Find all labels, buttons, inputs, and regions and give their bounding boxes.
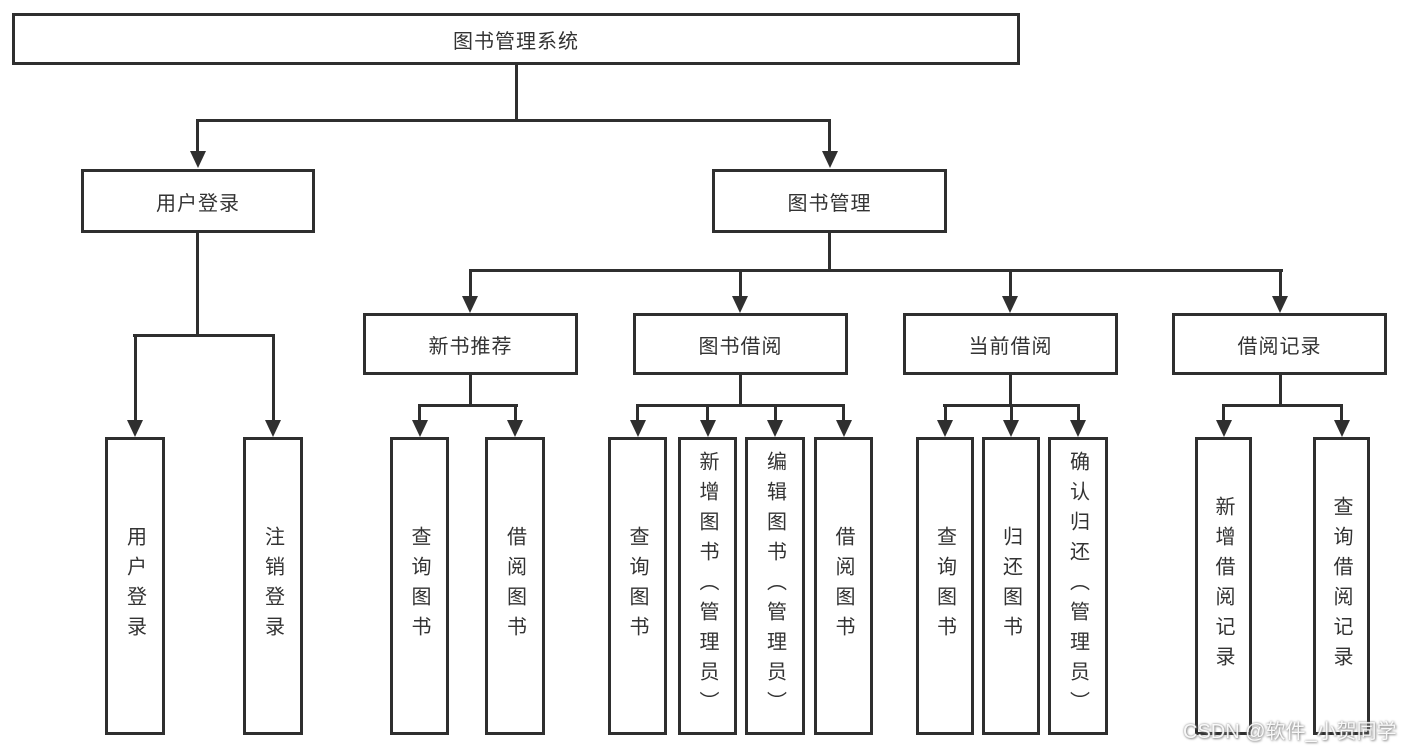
connector-arrow [630, 420, 646, 437]
leaf-user-login-label: 用户登录 [123, 526, 146, 646]
connector-arrow [1216, 420, 1232, 437]
connector-line [706, 406, 709, 420]
node-user-login-label: 用户登录 [156, 192, 240, 215]
connector-arrow [507, 420, 523, 437]
connector-line [774, 406, 777, 420]
node-book-management: 图书管理 [712, 169, 947, 233]
connector-arrow [1003, 420, 1019, 437]
leaf-logout: 注销登录 [243, 437, 303, 735]
node-book-borrowing-label: 图书借阅 [698, 335, 783, 358]
connector-line [272, 336, 275, 420]
connector-arrow [767, 420, 783, 437]
leaf-add-book-admin: 新增图书（管理员） [678, 437, 737, 735]
connector-arrow [462, 296, 478, 313]
leaf-query-books-current: 查询图书 [916, 437, 974, 735]
connector-line [944, 406, 947, 420]
leaf-return-book-label: 归还图书 [999, 526, 1022, 646]
connector-line [418, 406, 421, 420]
connector-line [1279, 269, 1282, 296]
connector-line [1077, 406, 1080, 420]
connector-arrow [836, 420, 852, 437]
node-root-label: 图书管理系统 [453, 30, 579, 53]
leaf-query-books-recommend-label: 查询图书 [408, 526, 430, 646]
connector-arrow [1272, 296, 1288, 313]
connector-arrow [1334, 420, 1350, 437]
connector-line [1010, 406, 1013, 420]
leaf-user-login: 用户登录 [105, 437, 165, 735]
connector-line [196, 119, 199, 152]
connector-line [515, 63, 518, 121]
connector-line [469, 374, 472, 407]
leaf-confirm-return-admin: 确认归还（管理员） [1048, 437, 1108, 735]
connector-line [469, 269, 472, 296]
node-current-borrowing: 当前借阅 [903, 313, 1118, 375]
connector-arrow [1070, 420, 1086, 437]
node-book-borrowing: 图书借阅 [633, 313, 848, 375]
connector-arrow [412, 420, 428, 437]
leaf-query-borrow-record: 查询借阅记录 [1313, 437, 1370, 735]
leaf-query-borrow-record-label: 查询借阅记录 [1330, 496, 1352, 676]
connector-line [418, 404, 518, 407]
leaf-borrow-books-label: 借阅图书 [832, 526, 854, 646]
connector-line [1340, 406, 1343, 420]
connector-line [739, 269, 742, 296]
connector-line [1009, 374, 1012, 407]
node-book-management-label: 图书管理 [787, 192, 872, 215]
leaf-borrow-books-recommend-label: 借阅图书 [503, 526, 526, 646]
leaf-query-books-current-label: 查询图书 [933, 526, 956, 646]
connector-arrow [732, 296, 748, 313]
node-user-login: 用户登录 [81, 169, 315, 233]
leaf-borrow-books-recommend: 借阅图书 [485, 437, 545, 735]
connector-line [1279, 374, 1282, 407]
connector-line [739, 374, 742, 407]
leaf-logout-label: 注销登录 [261, 526, 284, 646]
connector-line [196, 119, 831, 122]
node-new-book-recommend-label: 新书推荐 [428, 335, 513, 358]
connector-line [196, 232, 199, 336]
connector-arrow [822, 151, 838, 168]
connector-line [1222, 406, 1225, 420]
node-borrowing-records-label: 借阅记录 [1237, 335, 1322, 358]
leaf-edit-book-admin: 编辑图书（管理员） [745, 437, 805, 735]
connector-line [469, 269, 1283, 272]
connector-arrow [937, 420, 953, 437]
node-borrowing-records: 借阅记录 [1172, 313, 1387, 375]
connector-line [828, 119, 831, 152]
node-current-borrowing-label: 当前借阅 [968, 335, 1053, 358]
connector-line [828, 232, 831, 272]
connector-line [133, 334, 275, 337]
leaf-add-borrow-record-label: 新增借阅记录 [1212, 496, 1234, 676]
connector-line [943, 404, 1080, 407]
connector-line [1009, 269, 1012, 296]
leaf-add-borrow-record: 新增借阅记录 [1195, 437, 1252, 735]
connector-arrow [700, 420, 716, 437]
connector-line [842, 406, 845, 420]
connector-arrow [1002, 296, 1018, 313]
connector-line [1222, 404, 1343, 407]
connector-line [636, 404, 845, 407]
leaf-query-books-recommend: 查询图书 [390, 437, 449, 735]
connector-line [134, 336, 137, 420]
leaf-borrow-books: 借阅图书 [814, 437, 873, 735]
leaf-query-books-borrowing: 查询图书 [608, 437, 667, 735]
connector-line [514, 406, 517, 420]
leaf-edit-book-admin-label: 编辑图书（管理员） [763, 451, 786, 721]
connector-arrow [265, 420, 281, 437]
leaf-return-book: 归还图书 [982, 437, 1040, 735]
leaf-query-books-borrowing-label: 查询图书 [626, 526, 648, 646]
leaf-add-book-admin-label: 新增图书（管理员） [696, 451, 718, 721]
connector-arrow [190, 151, 206, 168]
leaf-confirm-return-admin-label: 确认归还（管理员） [1066, 451, 1089, 721]
node-root: 图书管理系统 [12, 13, 1020, 65]
connector-line [636, 406, 639, 420]
connector-arrow [127, 420, 143, 437]
node-new-book-recommend: 新书推荐 [363, 313, 578, 375]
csdn-watermark: CSDN @软件_小贺同学 [1183, 721, 1397, 743]
